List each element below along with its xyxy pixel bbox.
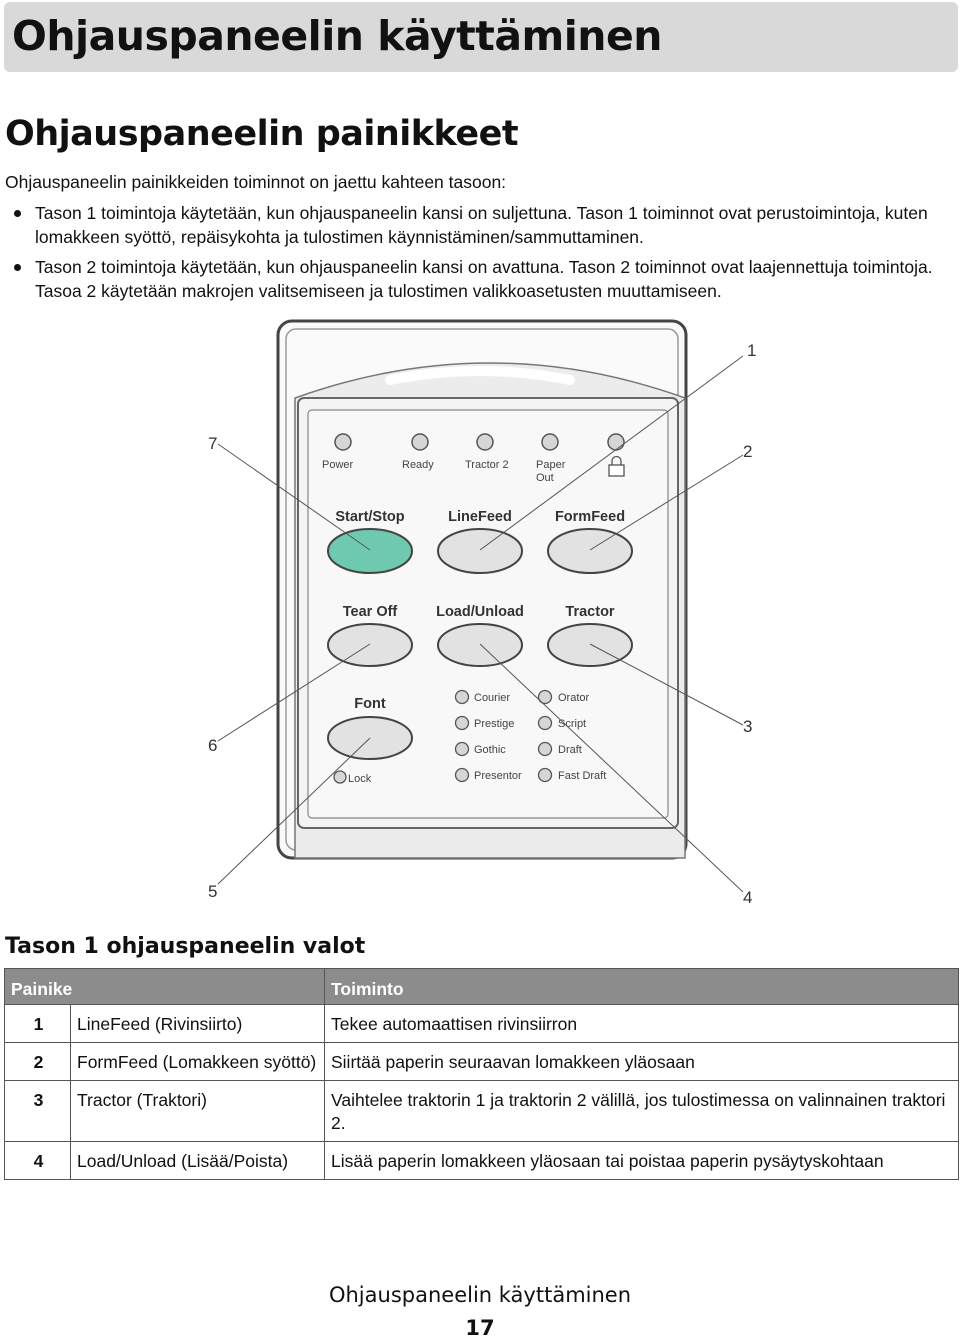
panel-face-inner [307,409,669,819]
load-unload-label: Load/Unload [436,604,524,620]
font-list-right: Orator Script Draft Fast Draft [537,689,606,783]
orator-light [537,689,553,705]
table-row: 4 Load/Unload (Lisää/Poista) Lisää paper… [4,1141,959,1180]
lock-light [607,433,625,451]
script-label: Script [558,718,586,730]
callout-lines [217,355,744,893]
prestige-light [454,715,470,731]
callout-2: 2 [743,442,752,461]
prestige-label: Prestige [474,718,514,730]
fast-draft-label: Fast Draft [558,770,606,782]
presentor-light [454,767,470,783]
header-toiminto: Toiminto [324,968,959,1005]
callout-line-1 [479,355,744,551]
row-number: 1 [4,1004,71,1043]
paper-label: Paper [536,459,566,471]
row-function: Lisää paperin lomakkeen yläosaan tai poi… [324,1141,959,1180]
callout-line-5 [217,737,371,885]
row-function: Vaihtelee traktorin 1 ja traktorin 2 väl… [324,1080,959,1142]
row-button: Tractor (Traktori) [70,1080,325,1142]
indicator-lights: Power Ready Tractor 2 Paper Out [322,433,625,484]
tractor2-light [476,433,494,451]
tractor-label: Tractor [565,604,615,620]
table-header-row: Painike Toiminto [4,968,959,1005]
ready-light [411,433,429,451]
courier-light [454,689,470,705]
page-number: 17 [465,1316,495,1340]
gothic-light [454,741,470,757]
orator-label: Orator [558,692,590,704]
bullet-level-2: Tason 2 toimintoja käytetään, kun ohjaus… [5,255,960,303]
table-row: 2 FormFeed (Lomakkeen syöttö) Siirtää pa… [4,1042,959,1081]
level1-lights-table: Painike Toiminto 1 LineFeed (Rivinsiirto… [4,968,959,1180]
linefeed-label: LineFeed [448,509,512,525]
load-unload-button [437,623,523,667]
gothic-label: Gothic [474,744,506,756]
start-stop-button [327,528,413,574]
chapter-header-bar: Ohjauspaneelin käyttäminen [4,2,958,72]
ready-label: Ready [402,459,434,471]
callout-1: 1 [747,341,756,360]
callout-numbers: 1 2 3 4 5 6 7 [208,341,756,907]
row-number: 2 [4,1042,71,1081]
paper-out-light [541,433,559,451]
font-list-left: Courier Prestige Gothic Presentor [454,689,522,783]
start-stop-label: Start/Stop [335,509,404,525]
font-lock-light [333,770,347,784]
font-lock-label: Lock [348,773,372,785]
intro-text: Ohjauspaneelin painikkeiden toiminnot on… [5,172,507,192]
row-button: FormFeed (Lomakkeen syöttö) [70,1042,325,1081]
draft-label: Draft [558,744,582,756]
callout-line-4 [479,643,744,893]
formfeed-button [547,528,633,574]
formfeed-label: FormFeed [555,509,625,525]
table-row: 3 Tractor (Traktori) Vaihtelee traktorin… [4,1080,959,1142]
callout-6: 6 [208,736,217,755]
script-light [537,715,553,731]
callout-3: 3 [743,717,752,736]
draft-light [537,741,553,757]
row-button: LineFeed (Rivinsiirto) [70,1004,325,1043]
row-function: Tekee automaattisen rivinsiirron [324,1004,959,1043]
button-row-2: Tear Off Load/Unload Tractor [327,604,633,667]
font-label: Font [354,696,386,712]
row-function: Siirtää paperin seuraavan lomakkeen yläo… [324,1042,959,1081]
button-row-1: Start/Stop LineFeed FormFeed [327,509,633,574]
table-title: Tason 1 ohjauspaneelin valot [5,934,366,959]
header-painike: Painike [4,968,325,1005]
out-label: Out [536,472,554,484]
row-number: 3 [4,1080,71,1142]
panel-arch-highlight [385,366,575,385]
linefeed-button [437,528,523,574]
footer-title: Ohjauspaneelin käyttäminen [328,1283,632,1307]
callout-7: 7 [208,434,217,453]
power-label: Power [322,459,354,471]
padlock-icon [608,455,625,477]
courier-label: Courier [474,692,510,704]
power-light [334,433,352,451]
tear-off-button [327,623,413,667]
callout-4: 4 [743,888,752,907]
section-title: Ohjauspaneelin painikkeet [5,114,519,154]
level-list: Tason 1 toimintoja käytetään, kun ohjaus… [5,201,960,309]
table-row: 1 LineFeed (Rivinsiirto) Tekee automaatt… [4,1004,959,1043]
callout-5: 5 [208,882,217,901]
tractor2-label: Tractor 2 [465,459,509,471]
callout-line-7 [217,443,371,551]
tear-off-label: Tear Off [343,604,398,620]
control-panel-illustration: Power Ready Tractor 2 Paper Out Start/St… [208,319,756,907]
chapter-title: Ohjauspaneelin käyttäminen [12,12,662,60]
row-button: Load/Unload (Lisää/Poista) [70,1141,325,1180]
row-number: 4 [4,1141,71,1180]
callout-line-2 [589,454,744,551]
callout-line-6 [217,643,371,742]
callout-line-3 [589,643,744,726]
bullet-level-1: Tason 1 toimintoja käytetään, kun ohjaus… [5,201,960,249]
presentor-label: Presentor [474,770,522,782]
fast-draft-light [537,767,553,783]
